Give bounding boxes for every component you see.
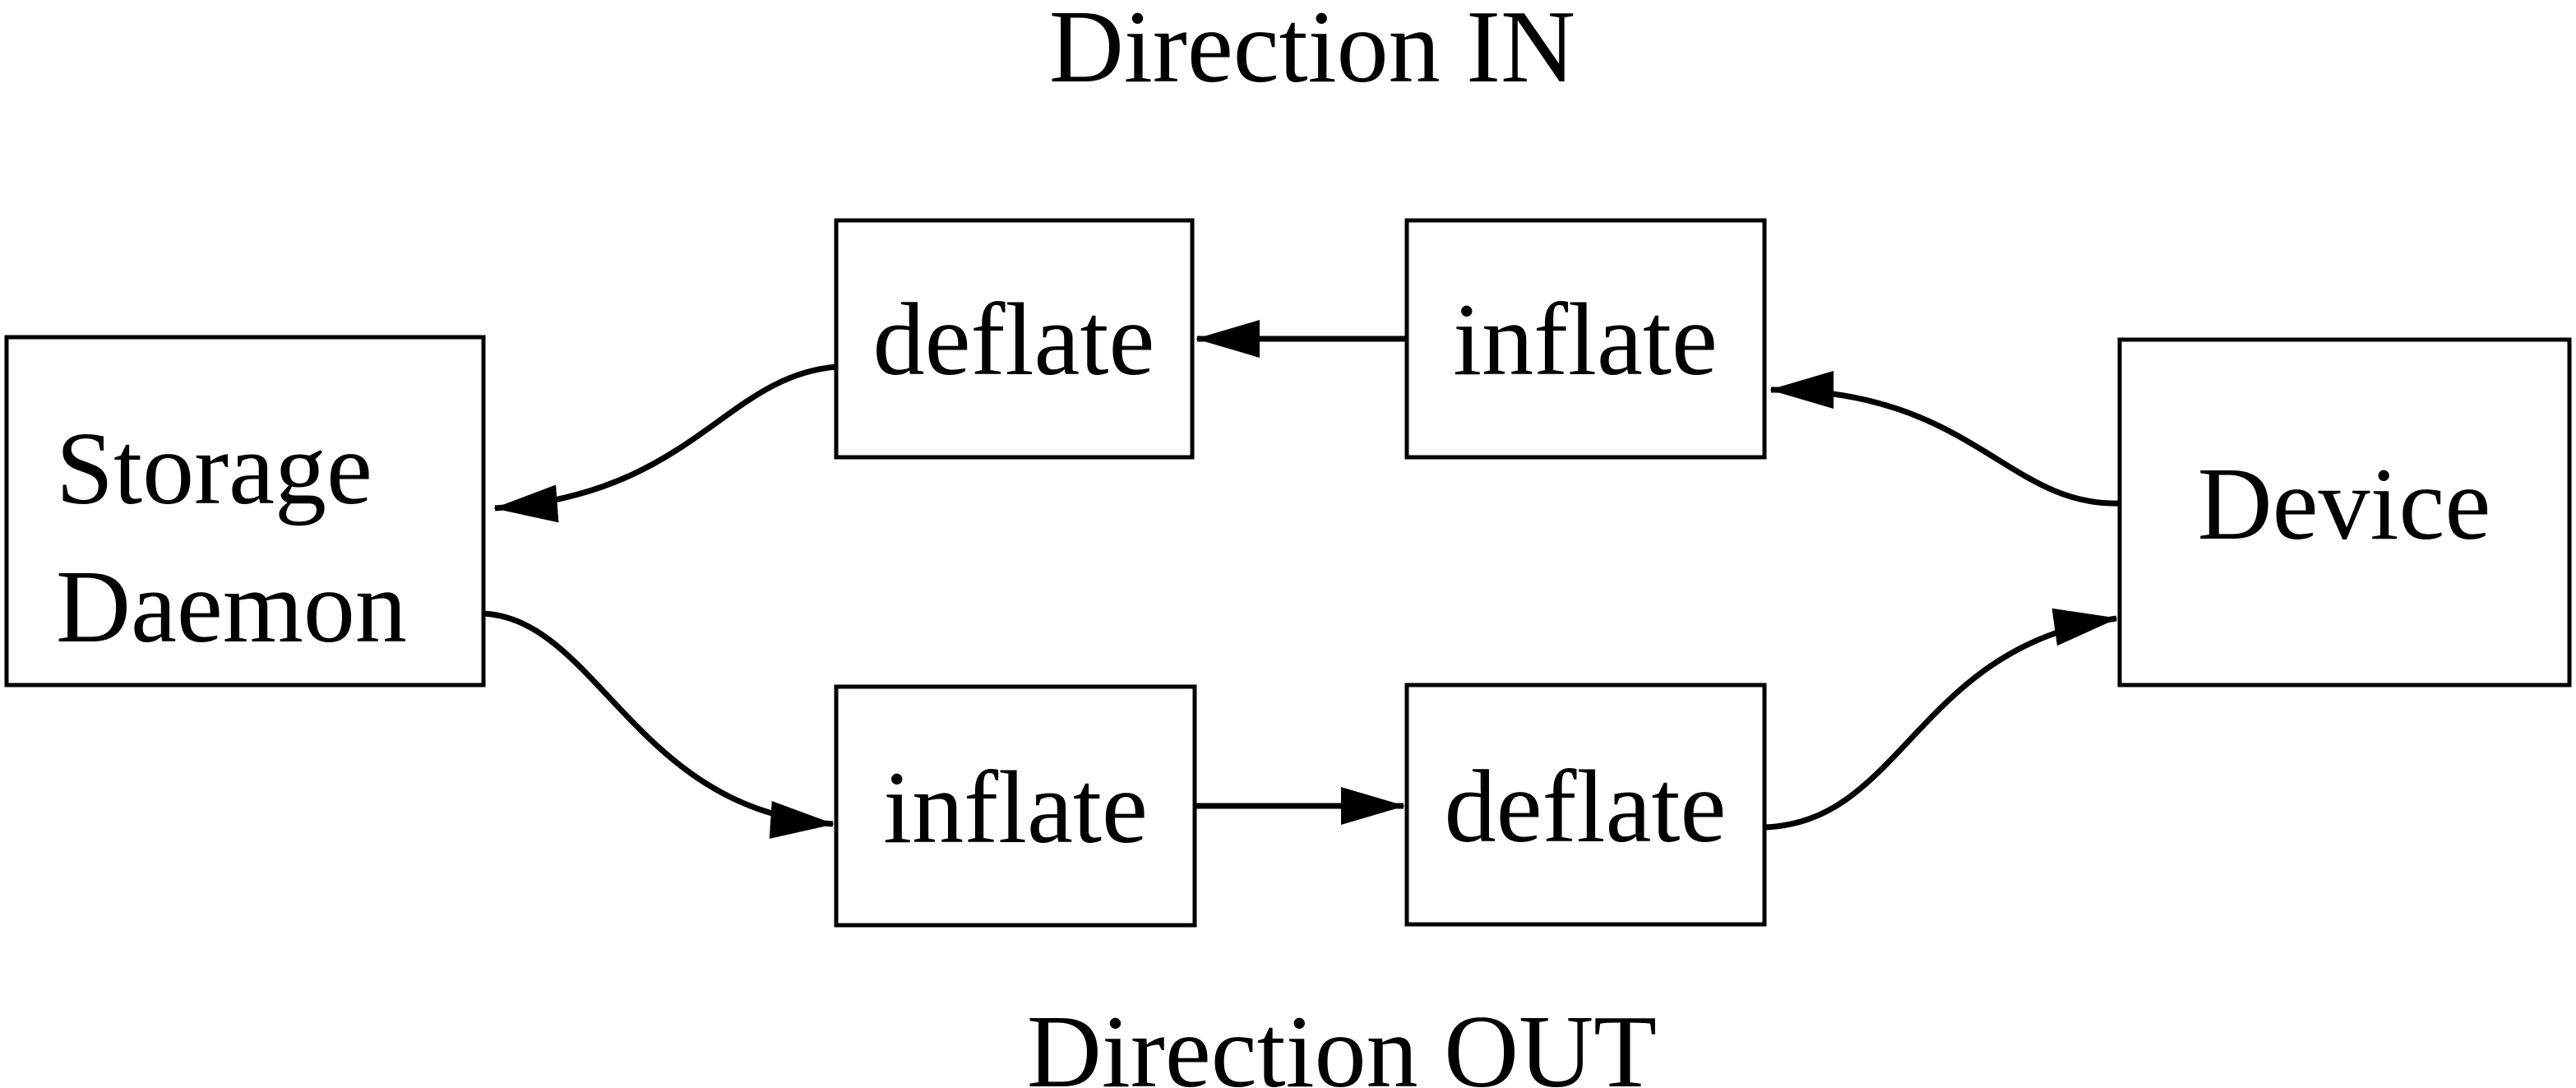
deflate-out-node: deflate [1404,683,1767,927]
device-label: Device [2198,447,2491,562]
storage-daemon-box [4,335,486,688]
arrow-out-deflate-to-device [1764,608,2118,831]
inflate-out-node: inflate [834,684,1197,928]
deflate-out-label: deflate [1445,750,1727,864]
deflate-in-box [834,218,1195,460]
direction-in-title: Direction IN [1049,0,1575,104]
inflate-out-label: inflate [883,751,1148,865]
inflate-in-box [1404,218,1767,460]
deflate-in-node: deflate [834,218,1195,460]
inflate-in-label: inflate [1453,283,1718,397]
arrow-out-storage-daemon-to-inflate [483,610,835,839]
storage-daemon-label-line1: Storage [56,412,372,526]
inflate-out-box [834,684,1197,928]
inflate-in-node: inflate [1404,218,1767,460]
deflate-out-box [1404,683,1767,927]
storage-daemon-label-line2: Daemon [56,550,407,664]
direction-out-title: Direction OUT [1027,995,1657,1088]
arrow-in-device-to-inflate [1769,371,2120,507]
deflate-in-label: deflate [873,283,1155,397]
device-box [2117,337,2572,688]
device-node: Device [2117,337,2572,688]
arrow-in-deflate-to-storage-daemon [493,363,837,523]
storage-daemon-node: Storage Daemon [4,335,486,688]
